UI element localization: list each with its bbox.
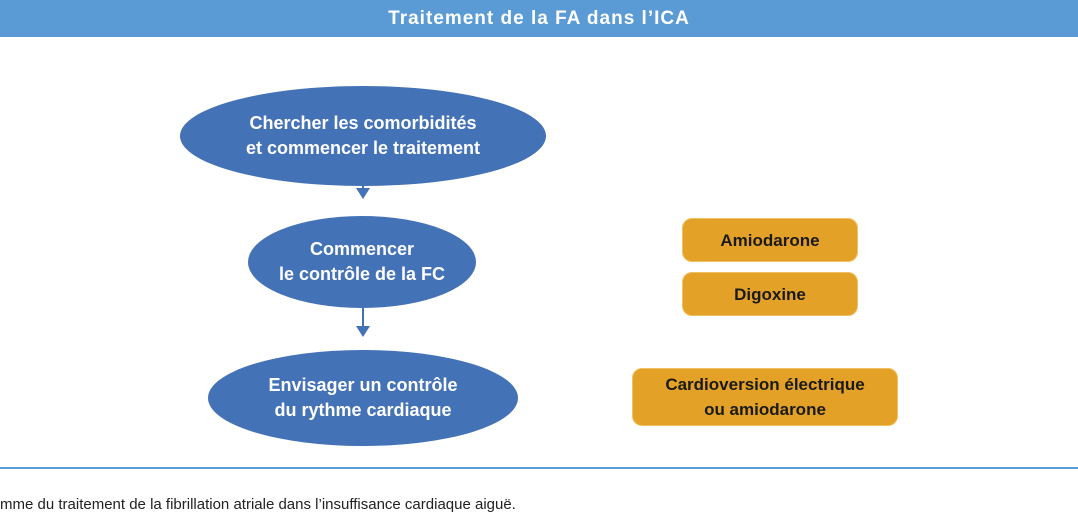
treatment-box-cardioversion: Cardioversion électrique ou amiodarone <box>632 368 898 426</box>
treatment-amiodarone-label: Amiodarone <box>720 230 820 250</box>
step-2-line-1: Commencer <box>309 239 415 259</box>
step-2-line-2: le contrôle de la FC <box>278 264 446 284</box>
step-ellipse-comorbidities: Chercher les comorbidités et commencer l… <box>180 86 546 186</box>
treatment-box-digoxine: Digoxine <box>682 272 858 316</box>
treatment-cardioversion-line-2: ou amiodarone <box>704 400 826 419</box>
arrow-down-icon <box>356 172 370 199</box>
diagram-title: Traitement de la FA dans l’ICA <box>388 7 690 29</box>
step-1-line-1: Chercher les comorbidités <box>249 113 477 133</box>
treatment-cardioversion-line-1: Cardioversion électrique <box>665 375 865 394</box>
treatment-digoxine-label: Digoxine <box>734 284 806 304</box>
bottom-divider <box>0 467 1078 469</box>
title-bar: Traitement de la FA dans l’ICA <box>0 0 1078 37</box>
step-3-line-2: du rythme cardiaque <box>274 400 452 420</box>
treatment-box-amiodarone: Amiodarone <box>682 218 858 262</box>
step-ellipse-rhythm-control: Envisager un contrôle du rythme cardiaqu… <box>208 350 518 446</box>
step-ellipse-rate-control: Commencer le contrôle de la FC <box>248 216 476 308</box>
figure-caption: mme du traitement de la fibrillation atr… <box>0 496 516 513</box>
step-1-line-2: et commencer le traitement <box>245 138 481 158</box>
step-3-line-1: Envisager un contrôle <box>268 375 458 395</box>
arrow-down-icon <box>356 308 370 337</box>
